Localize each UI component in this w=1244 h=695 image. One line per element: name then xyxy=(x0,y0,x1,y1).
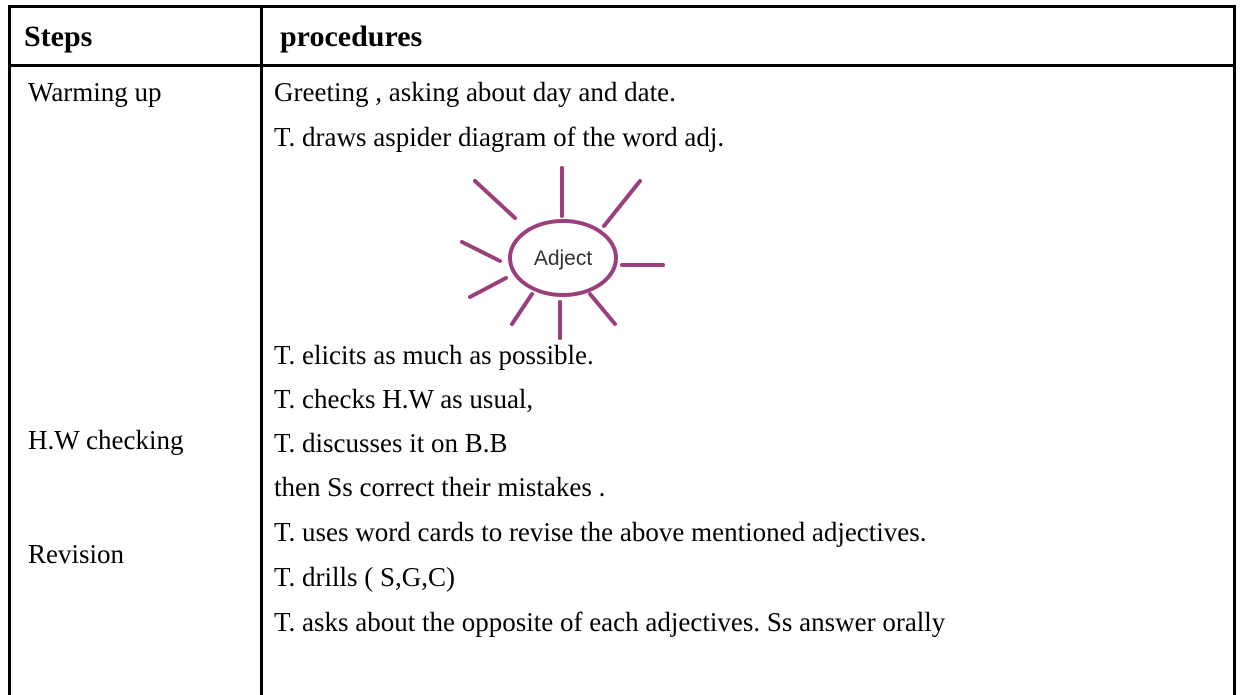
spider-leg xyxy=(510,292,534,326)
step-hw-checking: H.W checking xyxy=(28,425,184,455)
spider-leg xyxy=(602,179,642,228)
table-border-right xyxy=(1233,5,1236,695)
spider-center-ellipse xyxy=(508,219,618,297)
table-border-top xyxy=(8,5,1236,8)
lesson-procedure-table: Steps procedures Warming up H.W checking… xyxy=(8,5,1236,695)
procedure-line: T. elicits as much as possible. xyxy=(274,340,594,370)
header-procedures: procedures xyxy=(280,20,423,53)
procedure-line: T. drills ( S,G,C) xyxy=(274,562,455,592)
spider-leg xyxy=(468,276,508,299)
spider-center-word: Adject xyxy=(534,247,593,270)
spider-leg xyxy=(588,292,617,326)
procedure-line: Greeting , asking about day and date. xyxy=(274,77,676,107)
step-revision: Revision xyxy=(28,539,125,569)
procedure-line: T. checks H.W as usual, xyxy=(274,384,534,414)
procedure-line: T. asks about the opposite of each adjec… xyxy=(274,607,946,637)
table-border-left xyxy=(8,5,11,695)
spider-leg xyxy=(473,179,517,220)
procedure-line: T. uses word cards to revise the above m… xyxy=(274,517,927,547)
procedure-line: then Ss correct their mistakes . xyxy=(274,472,606,502)
procedure-line: T. discusses it on B.B xyxy=(274,428,508,458)
spider-diagram-lines xyxy=(460,166,665,340)
spider-diagram: Adject xyxy=(460,166,665,340)
header-steps: Steps xyxy=(24,20,93,53)
spider-leg xyxy=(460,240,502,263)
procedure-line: T. draws aspider diagram of the word adj… xyxy=(274,122,725,152)
table-header-separator xyxy=(8,64,1236,67)
table-column-divider xyxy=(260,5,263,695)
step-warming-up: Warming up xyxy=(28,77,162,107)
